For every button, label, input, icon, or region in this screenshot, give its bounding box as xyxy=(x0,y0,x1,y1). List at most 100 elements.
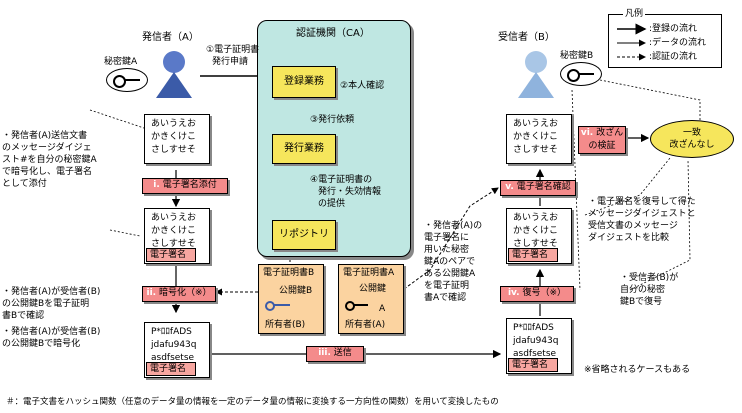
ca-label-provide-3: の提供 xyxy=(318,199,346,209)
footnote: ＃：電子文書をハッシュ関数（任意のデータ量の情報を一定のデータ量の情報に変換する… xyxy=(6,397,499,407)
doc-line: かきくけこ xyxy=(513,132,559,142)
result-line: 改ざんなし xyxy=(669,140,715,150)
note-sign-attach: ・発信者(A)送信文書 のメッセージダイジェ スト#を自分の秘密鍵A で暗号化し… xyxy=(2,130,97,190)
receiver-person-icon xyxy=(514,50,558,104)
sender-private-key-icon xyxy=(106,68,148,92)
cipher-line: asdfsetse xyxy=(151,353,195,363)
note-line: スト#を自分の秘密鍵A xyxy=(2,155,97,165)
issuance-box: 発行業務 xyxy=(272,134,336,164)
legend-data: :データの流れ xyxy=(649,38,707,48)
note-line: 鍵Bで復号 xyxy=(620,297,663,307)
sender-key-label: 秘密鍵A xyxy=(104,57,138,67)
ca-label-provide-2: 発行・失効情報 xyxy=(318,187,382,197)
step-number: v. xyxy=(505,182,514,192)
step-vi-verify: vi. 改ざん の検証 xyxy=(578,126,626,154)
step-text: 暗号化（※） xyxy=(158,288,212,298)
repository-box: リポジトリ xyxy=(272,220,336,250)
step-text: 改ざん xyxy=(596,128,624,138)
receiver-label: 受信者（B） xyxy=(498,32,555,43)
note-line: の公開鍵Bで暗号化 xyxy=(2,339,81,349)
cert-a-title: 電子証明書A xyxy=(343,268,395,278)
doc-line: あいうえお xyxy=(151,119,197,129)
doc-line: あいうえお xyxy=(151,213,197,223)
legend-title: 凡例 xyxy=(623,8,646,20)
note-line: ・発信者(A)が受信者(B) xyxy=(2,287,101,297)
step-number: iv. xyxy=(507,288,520,298)
doc-line: さしすせそ xyxy=(513,145,558,155)
note-decrypt-with-b: ・受信者(B)が 自分の秘密 鍵Bで復号 xyxy=(620,272,678,308)
key-icon xyxy=(345,301,368,311)
note-line: ・発信者(A)が受信者(B) xyxy=(2,327,101,337)
registration-box: 登録業務 xyxy=(272,66,336,98)
step-text: 復号（※） xyxy=(522,288,567,298)
step-number: vi. xyxy=(580,128,594,138)
cipher-line: P*ﾛﾛfADS xyxy=(513,323,554,333)
note-line: として添付 xyxy=(2,179,47,189)
sender-label: 発信者（A） xyxy=(142,32,199,43)
doc-line: かきくけこ xyxy=(513,226,559,236)
note-omit: ※省略されるケースもある xyxy=(584,365,691,375)
cert-b-public-key: 公開鍵B xyxy=(279,286,313,296)
key-icon xyxy=(265,301,290,311)
ca-label-identity: ②本人確認 xyxy=(340,81,385,91)
note-line: のメッセージダイジェ xyxy=(2,143,92,153)
apply-label-1: ①電子証明書 xyxy=(206,45,260,55)
certificate-a: 電子証明書A 公開鍵 A 所有者(A) xyxy=(338,264,404,334)
doc-line: さしすせそ xyxy=(513,239,558,249)
doc-line: さしすせそ xyxy=(151,145,196,155)
note-line: ・電子署名を復号して得た xyxy=(588,197,696,207)
cipher-line: asdfsetse xyxy=(513,349,557,359)
step-number: iii. xyxy=(318,348,331,358)
receiver-key-label: 秘密鍵B xyxy=(560,51,594,61)
step-i-attach-signature: i. 電子署名添付 xyxy=(142,178,228,194)
note-compare-digest: ・電子署名を復号して得た メッセージダイジェストと 受信文書のメッセージ ダイジ… xyxy=(588,196,696,244)
note-line: 鍵Aのペアで xyxy=(424,257,476,267)
step-text: 電子署名添付 xyxy=(162,180,217,190)
doc-line: かきくけこ xyxy=(151,226,197,236)
legend-registration: :登録の流れ xyxy=(649,24,698,34)
step-iii-send: iii. 送信 xyxy=(306,346,364,362)
note-line: ・発信者(A)送信文書 xyxy=(2,131,88,141)
ca-title: 認証機関（CA） xyxy=(296,28,370,39)
legend-auth: :認証の流れ xyxy=(649,52,698,62)
cert-a-public-key: 公開鍵 xyxy=(359,284,387,294)
note-line: 書Aで確認 xyxy=(424,293,467,303)
cert-b-owner: 所有者(B) xyxy=(265,320,306,330)
note-line: ある公開鍵A xyxy=(424,269,476,279)
doc-line: かきくけこ xyxy=(151,132,197,142)
note-line: 電子署名に xyxy=(424,233,470,243)
note-line: ダイジェストを比較 xyxy=(588,233,670,243)
note-line: ・受信者(B)が xyxy=(620,273,679,283)
legend: 凡例 :登録の流れ :データの流れ :認証の流れ xyxy=(608,8,722,68)
sender-document: あいうえお かきくけこ さしすせそ xyxy=(144,114,210,164)
cert-a-owner: 所有者(A) xyxy=(345,320,386,330)
note-line: 自分の秘密 xyxy=(620,285,666,295)
note-line: 受信文書のメッセージ xyxy=(588,221,678,231)
step-text: 送信 xyxy=(333,348,352,358)
cipher-line: P*ﾛﾛfADS xyxy=(151,327,192,337)
doc-line: あいうえお xyxy=(513,213,559,223)
note-encrypt-with-b: ・発信者(A)が受信者(B) の公開鍵Bで暗号化 xyxy=(2,326,100,350)
step-text-2: の検証 xyxy=(588,141,616,151)
ca-label-provide-1: ④電子証明書の xyxy=(310,175,373,185)
signature-tag: 電子署名 xyxy=(508,358,558,372)
step-text: 電子署名確認 xyxy=(516,182,571,192)
ca-label-request: ③発行依頼 xyxy=(310,115,355,125)
note-line: 用いた秘密 xyxy=(424,245,470,255)
received-document: あいうえお かきくけこ さしすせそ xyxy=(506,114,572,164)
doc-line: さしすせそ xyxy=(151,239,196,249)
result-no-tampering: 一致 改ざんなし xyxy=(650,120,734,158)
doc-line: あいうえお xyxy=(513,119,559,129)
note-confirm-public-key-a: ・発信者(A)の 電子署名に 用いた秘密 鍵Aのペアで ある公開鍵A を電子証明… xyxy=(424,220,482,304)
apply-label-2: 発行申請 xyxy=(212,57,249,67)
certificate-b: 電子証明書B 公開鍵B 所有者(B) xyxy=(258,264,324,334)
note-line: を電子証明 xyxy=(424,281,470,291)
signature-tag: 電子署名 xyxy=(146,248,196,262)
result-line: 一致 xyxy=(682,128,701,138)
step-number: i. xyxy=(153,180,160,190)
cipher-line: jdafu943q xyxy=(151,340,197,350)
signature-tag: 電子署名 xyxy=(146,362,196,376)
cipher-line: jdafu943q xyxy=(513,336,559,346)
step-number: ii. xyxy=(146,288,157,298)
step-iv-decrypt: iv. 復号（※） xyxy=(500,286,574,302)
